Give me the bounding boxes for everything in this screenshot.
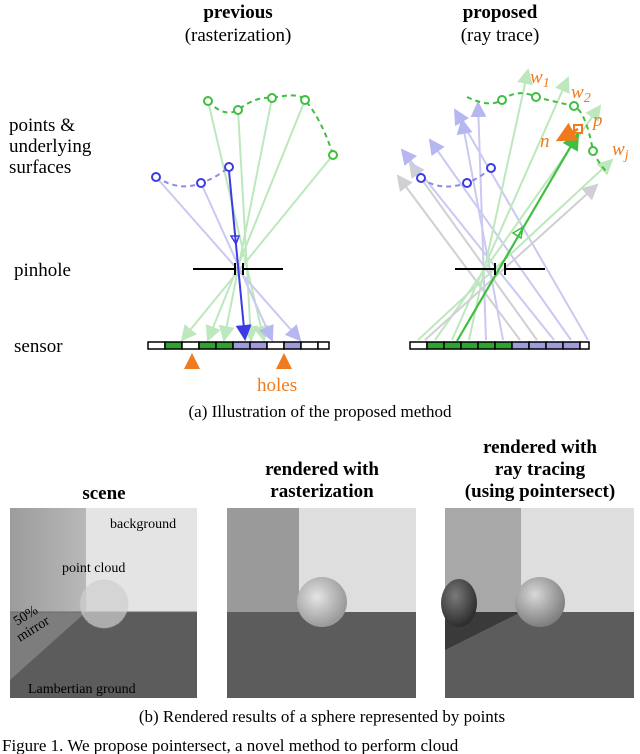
raytrace-render-image — [441, 508, 634, 698]
row-label-points-1: points & — [9, 115, 75, 136]
wj-symbol: wj — [612, 139, 629, 163]
proposed-subtitle: (ray trace) — [461, 25, 540, 46]
scene-title: scene — [82, 483, 125, 504]
w2-symbol: w2 — [571, 82, 591, 106]
row-label-points-3: surfaces — [9, 157, 71, 178]
raytrace-title-3: (using pointersect) — [465, 481, 615, 502]
n-symbol: n — [540, 131, 550, 152]
background-label: background — [110, 517, 176, 532]
raster-title-2: rasterization — [270, 481, 374, 502]
w1-symbol: w1 — [530, 67, 550, 91]
caption-a: (a) Illustration of the proposed method — [189, 402, 452, 421]
raytrace-title-1: rendered with — [483, 437, 597, 458]
raytrace-title-2: ray tracing — [495, 459, 586, 480]
row-label-points-2: underlying — [9, 136, 92, 157]
caption-b: (b) Rendered results of a sphere represe… — [139, 707, 505, 726]
raster-title-1: rendered with — [265, 459, 379, 480]
row-label-sensor: sensor — [14, 336, 63, 357]
proposed-title: proposed — [463, 2, 538, 23]
point-cloud-label: point cloud — [62, 561, 125, 576]
ground-label: Lambertian ground — [28, 682, 136, 697]
p-symbol: p — [591, 110, 603, 131]
holes-label: holes — [257, 375, 297, 396]
ray-trace-diagram: w1 w2 p n wj — [396, 67, 629, 350]
previous-title: previous — [203, 2, 272, 23]
row-label-pinhole: pinhole — [14, 260, 71, 281]
previous-subtitle: (rasterization) — [185, 25, 292, 46]
raster-render-image — [227, 508, 416, 698]
figure-caption: Figure 1. We propose pointersect, a nove… — [2, 736, 459, 754]
scene-image: background point cloud 50% mirror Lamber… — [10, 508, 197, 698]
rasterization-diagram: holes — [147, 93, 338, 396]
